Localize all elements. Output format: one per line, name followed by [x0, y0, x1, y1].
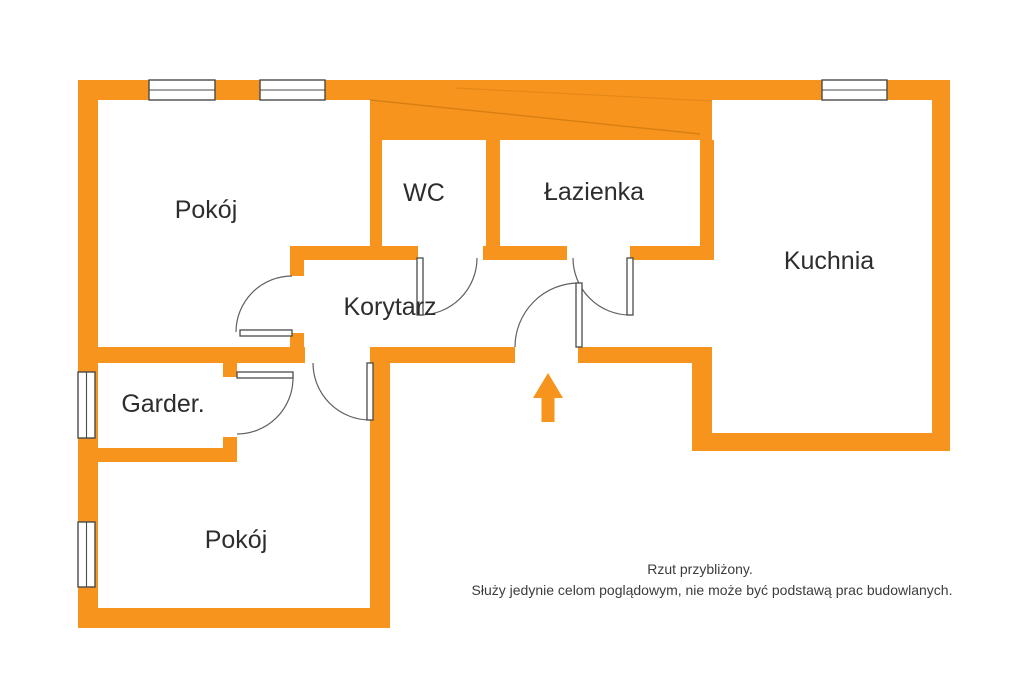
window-pokoj-gorny-1	[148, 79, 216, 101]
room-label-korytarz: Korytarz	[343, 293, 436, 321]
windows	[77, 79, 888, 588]
door-lazienka	[572, 257, 634, 316]
window-pokoj-dolny	[77, 521, 96, 588]
wall-seam-line-2	[454, 87, 713, 102]
wall-mid-horizontal-c	[630, 246, 714, 260]
door-pokoj-dolny	[312, 362, 374, 421]
doors	[235, 257, 634, 435]
wall-door-stub-lower	[290, 333, 304, 347]
door-wc	[416, 257, 478, 316]
wall-corridor-bottom-right	[578, 347, 712, 363]
wall-kitchen-bottom	[692, 433, 950, 451]
wall-top-middle-block	[370, 100, 712, 140]
room-label-wc: WC	[403, 179, 445, 207]
disclaimer-line-1: Rzut przybliżony.	[647, 561, 753, 577]
wall-seam-line	[369, 99, 701, 135]
wall-garderoba-bottom	[78, 448, 237, 462]
room-label-kuchnia: Kuchnia	[784, 247, 874, 275]
disclaimer: Rzut przybliżony. Służy jedynie celom po…	[472, 561, 953, 598]
wall-outer-right	[932, 80, 950, 451]
wall-pokoj-wc	[370, 100, 382, 260]
room-label-lazienka: Łazienka	[544, 178, 644, 206]
wall-garderoba-knob	[223, 363, 237, 377]
room-labels: Pokój WC Łazienka Kuchnia Korytarz Garde…	[121, 178, 874, 554]
wall-corridor-bottom-middle	[370, 347, 515, 363]
entrance-arrow-icon	[533, 373, 563, 422]
wall-wc-lazienka	[486, 140, 500, 246]
window-kuchnia	[821, 79, 888, 101]
wall-corridor-bottom-left	[78, 347, 305, 363]
door-entrance	[514, 282, 583, 348]
wall-mid-horizontal-a	[290, 246, 418, 260]
wall-room2-right	[370, 347, 390, 628]
wall-mid-horizontal-b	[483, 246, 567, 260]
door-pokoj-gorny	[235, 275, 293, 337]
room-label-garderoba: Garder.	[121, 390, 204, 418]
door-garderoba	[236, 371, 294, 435]
wall-outer-bottom	[78, 608, 390, 628]
window-garderoba	[77, 371, 96, 439]
disclaimer-line-2: Służy jedynie celom poglądowym, nie może…	[472, 582, 953, 598]
wall-door-stub-upper	[290, 260, 304, 276]
wall-kitchen-left-lower	[692, 347, 712, 451]
wall-kitchen-left-upper	[700, 140, 714, 246]
window-pokoj-gorny-2	[259, 79, 326, 101]
room-label-pokoj-dolny: Pokój	[205, 526, 268, 554]
walls	[78, 80, 950, 628]
room-label-pokoj-gorny: Pokój	[175, 196, 238, 224]
